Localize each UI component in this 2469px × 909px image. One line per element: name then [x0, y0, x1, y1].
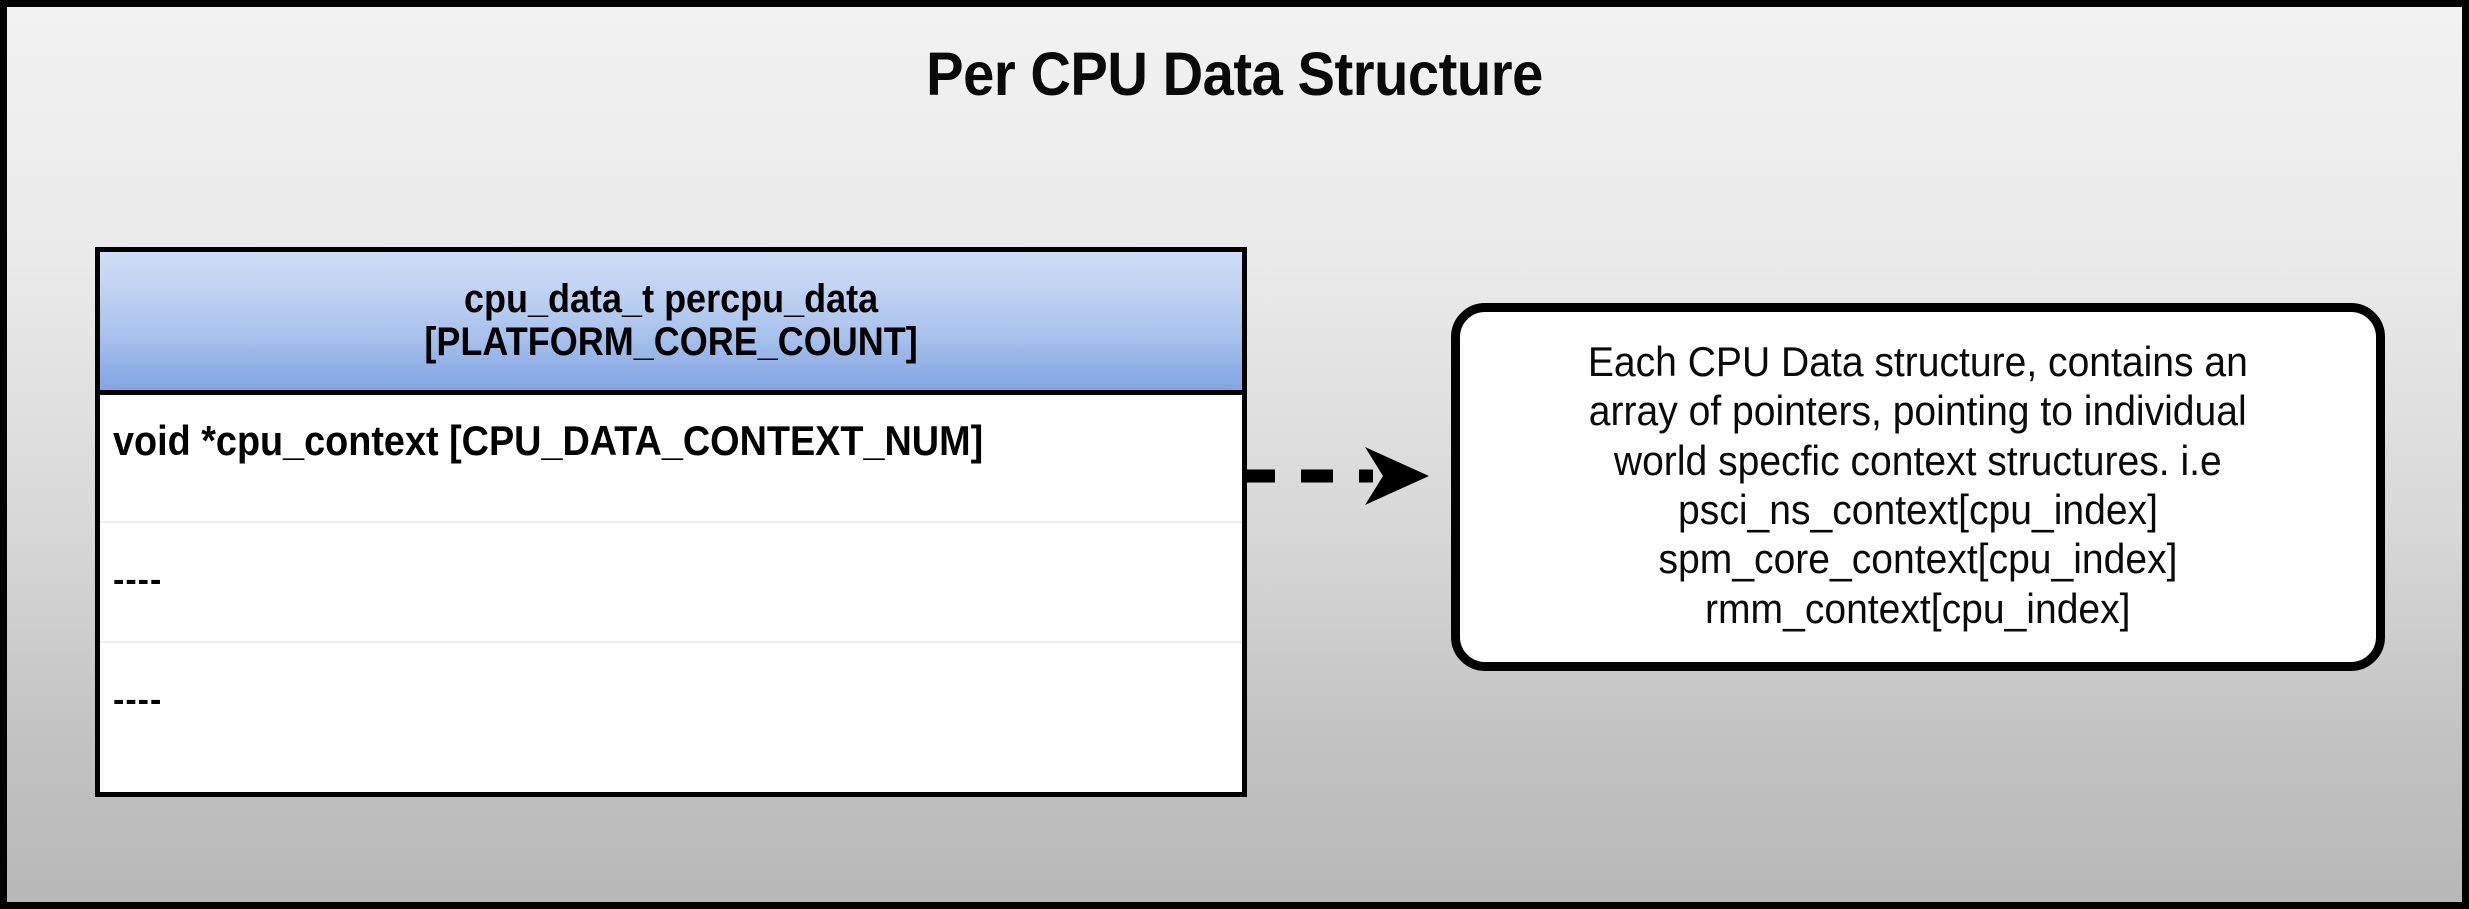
struct-field-row: ----: [100, 643, 1242, 763]
note-line: array of pointers, pointing to individua…: [1589, 387, 2247, 435]
struct-field-row: ----: [100, 523, 1242, 643]
note-callout-box: Each CPU Data structure, contains an arr…: [1451, 303, 2385, 671]
dashed-arrow-connector: [1243, 437, 1443, 517]
struct-field-label: void *cpu_context [CPU_DATA_CONTEXT_NUM]: [113, 417, 984, 464]
note-line: Each CPU Data structure, contains an: [1587, 337, 2249, 385]
note-line: rmm_context[cpu_index]: [1705, 584, 2131, 632]
note-line: world specfic context structures. i.e: [1614, 436, 2222, 484]
page-title: Per CPU Data Structure: [926, 40, 1543, 108]
struct-field-row: void *cpu_context [CPU_DATA_CONTEXT_NUM]: [100, 395, 1242, 523]
struct-header-line-1: cpu_data_t percpu_data: [463, 276, 879, 321]
struct-header-line-2: [PLATFORM_CORE_COUNT]: [424, 320, 918, 364]
note-line: spm_core_context[cpu_index]: [1658, 535, 2178, 583]
struct-body: void *cpu_context [CPU_DATA_CONTEXT_NUM]…: [100, 395, 1242, 792]
note-line: psci_ns_context[cpu_index]: [1678, 486, 2158, 533]
struct-field-label: ----: [113, 681, 163, 719]
struct-field-label: ----: [113, 561, 163, 599]
struct-header: cpu_data_t percpu_data [PLATFORM_CORE_CO…: [100, 252, 1242, 395]
dashed-arrow-icon: [1243, 447, 1429, 505]
percpu-data-struct-box: cpu_data_t percpu_data [PLATFORM_CORE_CO…: [95, 247, 1247, 797]
